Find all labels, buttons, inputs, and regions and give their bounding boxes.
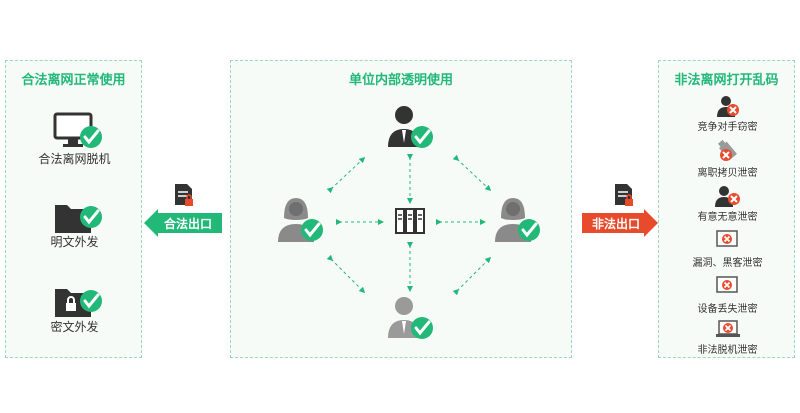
legal-exit-arrow: [144, 209, 222, 237]
female-user-check-icon: [495, 198, 540, 242]
illegal-exit-label: 非法出口: [591, 216, 640, 231]
thief-cross-icon: [717, 96, 739, 117]
left-panel: 合法离网正常使用 合法离网脱机 明文外发 密文外发: [5, 60, 142, 358]
locked-folder-check-icon: [55, 289, 102, 317]
connection-lines: [326, 154, 492, 296]
usb-cross-icon: [717, 139, 737, 161]
user-cross-icon: [715, 186, 740, 207]
right-item-label: 非法脱机泄密: [697, 345, 758, 356]
male-user-check-icon: [388, 106, 433, 148]
right-panel: 非法离网打开乱码 竞争对手窃密 离职拷贝泄密 有意无意泄密 漏洞、黑客泄密: [658, 60, 795, 358]
folder-check-icon: [55, 205, 102, 233]
computer-cross-icon: [716, 230, 738, 247]
right-item-label: 漏洞、黑客泄密: [692, 258, 763, 269]
male-user-check-icon: [388, 297, 433, 339]
center-panel: 单位内部透明使用: [230, 60, 572, 358]
illegal-doc-lock-icon: [615, 184, 633, 206]
laptop-cross-icon: [716, 320, 740, 337]
female-user-check-icon: [278, 198, 323, 242]
illegal-exit-arrow: [582, 209, 658, 237]
center-panel-title: 单位内部透明使用: [348, 73, 453, 88]
monitor-check-icon: [53, 112, 102, 148]
server-icon: [395, 208, 425, 234]
left-item-label: 明文外发: [50, 235, 99, 249]
right-item-label: 设备丢失泄密: [697, 304, 758, 315]
right-item-label: 有意无意泄密: [697, 212, 758, 223]
device-cross-icon: [716, 276, 738, 293]
left-item-label: 合法离网脱机: [38, 152, 111, 166]
legal-doc-lock-icon: [175, 184, 193, 206]
right-item-label: 竞争对手窃密: [697, 122, 758, 133]
legal-exit-label: 合法出口: [163, 216, 212, 231]
right-item-label: 离职拷贝泄密: [697, 168, 758, 179]
left-item-label: 密文外发: [50, 320, 99, 334]
right-panel-title: 非法离网打开乱码: [674, 73, 779, 88]
left-panel-title: 合法离网正常使用: [21, 73, 126, 88]
